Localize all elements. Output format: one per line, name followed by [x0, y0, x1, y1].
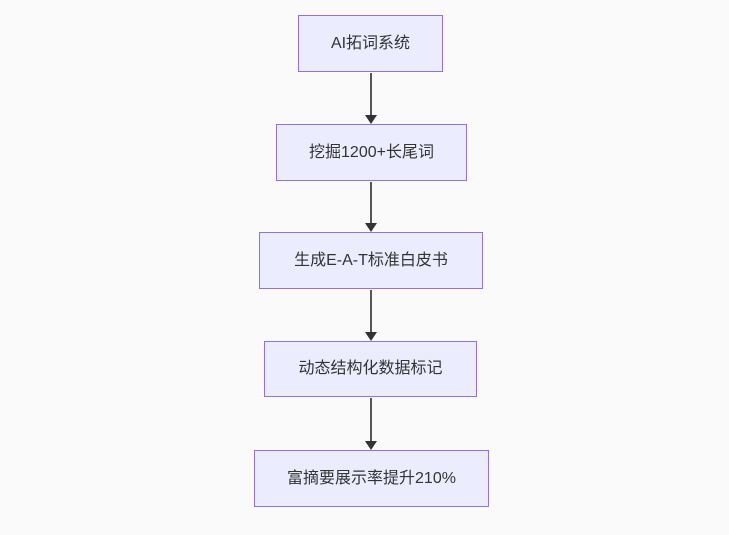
- arrow-head-icon: [365, 441, 377, 450]
- flow-arrow-2: [365, 182, 377, 232]
- flow-node-rich-snippet-result: 富摘要展示率提升210%: [254, 450, 489, 507]
- flow-node-eat-whitepaper: 生成E-A-T标准白皮书: [259, 232, 483, 289]
- flow-node-label: 生成E-A-T标准白皮书: [294, 251, 448, 269]
- flow-node-label: AI拓词系统: [330, 34, 411, 52]
- arrow-line: [370, 290, 372, 333]
- flow-node-ai-word-system: AI拓词系统: [298, 15, 443, 72]
- flow-node-longtail-mining: 挖掘1200+长尾词: [276, 124, 467, 181]
- arrow-head-icon: [365, 115, 377, 124]
- flow-node-structured-data-markup: 动态结构化数据标记: [264, 341, 477, 397]
- flow-node-label: 富摘要展示率提升210%: [287, 469, 456, 487]
- arrow-head-icon: [365, 223, 377, 232]
- flow-arrow-4: [365, 398, 377, 450]
- arrow-line: [370, 398, 372, 442]
- arrow-line: [370, 182, 372, 224]
- flow-node-label: 动态结构化数据标记: [298, 360, 443, 377]
- arrow-head-icon: [365, 332, 377, 341]
- flow-node-label: 挖掘1200+长尾词: [309, 143, 434, 161]
- flow-arrow-3: [365, 290, 377, 341]
- flow-arrow-1: [365, 73, 377, 124]
- arrow-line: [370, 73, 372, 116]
